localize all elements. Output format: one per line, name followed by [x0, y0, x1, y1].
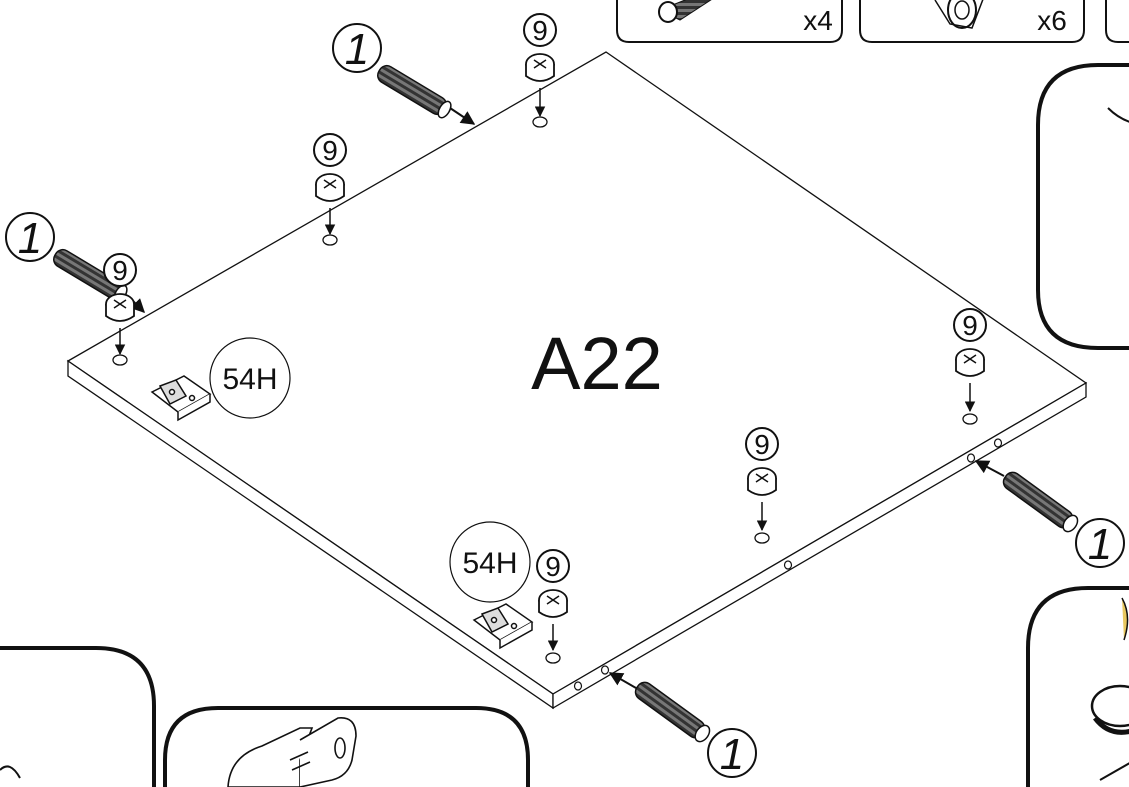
cam-lock-icon [105, 293, 135, 322]
cam-lock-icon [525, 53, 555, 82]
hinge-plate-icon [227, 717, 357, 787]
cam-number-label: 9 [322, 135, 338, 166]
arrow-icon [974, 460, 1005, 477]
board-panel [66, 51, 1088, 710]
detail-frame-top-right [1036, 63, 1129, 350]
dowel-number-label: 1 [1088, 520, 1112, 569]
hinge-plate-bottom: 54H [449, 521, 534, 650]
cam-lock-3: 9 [103, 253, 137, 366]
legend-box-partial [1105, 0, 1129, 43]
hinge-plate-icon [150, 375, 212, 422]
legend-box-dowels: x4 [616, 0, 843, 43]
wooden-dowel-icon [658, 0, 712, 23]
detail-frame-bottom-left [0, 646, 156, 787]
dowel-number-label: 1 [345, 25, 369, 74]
cam-lock-icon [934, 0, 984, 29]
cam-lock-6: 9 [536, 549, 570, 664]
legend-box-cams: x6 [859, 0, 1085, 43]
hinge-code-label: 54H [462, 547, 517, 580]
cam-lock-icon [747, 467, 777, 496]
cam-lock-1: 9 [523, 13, 557, 128]
cam-quantity: x6 [1037, 5, 1067, 36]
dowel-top: 1 [332, 23, 476, 125]
arrow-icon [449, 107, 476, 125]
cam-lock-icon [538, 589, 568, 618]
cam-number-label: 9 [962, 310, 978, 341]
cam-number-label: 9 [112, 255, 128, 286]
cam-lock-2: 9 [313, 133, 347, 246]
cam-lock-4: 9 [953, 308, 987, 425]
edge-holes [573, 438, 1003, 691]
dowel-right: 1 [974, 460, 1125, 569]
panel-label: A22 [531, 322, 663, 405]
cam-lock-icon [955, 348, 985, 377]
dowel-number-label: 1 [720, 730, 744, 779]
hinge-plate-left: 54H [150, 337, 291, 422]
hinge-code-label: 54H [222, 363, 277, 396]
dowel-number-label: 1 [18, 214, 42, 263]
cam-number-label: 9 [754, 429, 770, 460]
cam-lock-5: 9 [745, 427, 779, 544]
cam-number-label: 9 [545, 551, 561, 582]
detail-frame-bottom-center [163, 706, 530, 787]
dowel-bottom: 1 [608, 672, 757, 779]
detail-frame-bottom-right [1026, 586, 1129, 787]
dowel-quantity: x4 [803, 5, 833, 36]
hinge-plate-icon [472, 603, 534, 650]
dowel-left: 1 [5, 212, 145, 313]
cam-number-label: 9 [532, 15, 548, 46]
cam-lock-icon [315, 173, 345, 202]
arrow-icon [608, 672, 637, 689]
